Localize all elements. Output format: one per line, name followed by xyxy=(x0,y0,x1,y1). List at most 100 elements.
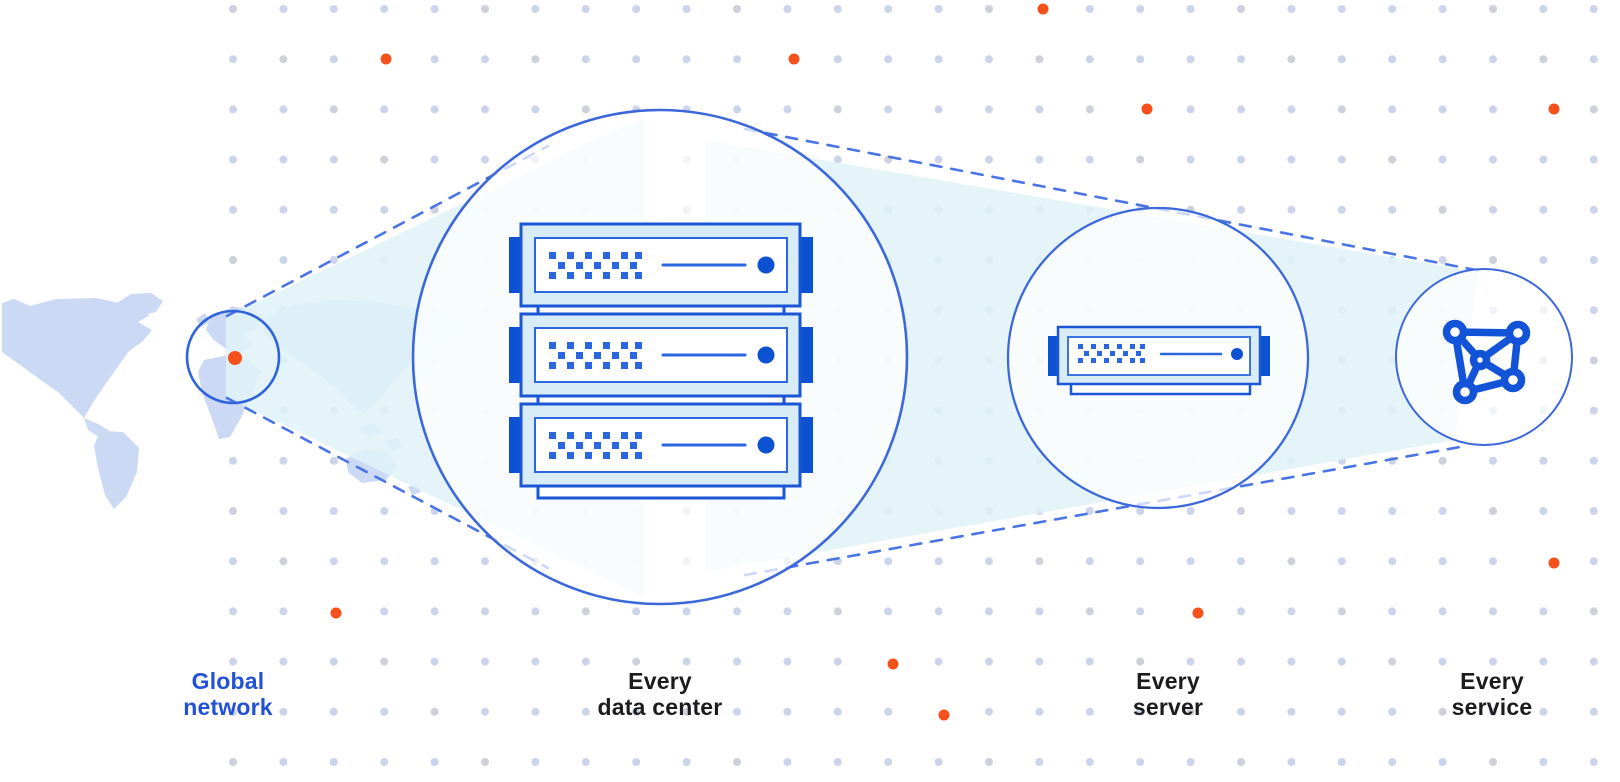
grid-dot xyxy=(1438,456,1447,465)
grid-dot xyxy=(279,507,288,515)
grid-dot xyxy=(783,5,792,13)
grid-dot xyxy=(1186,5,1195,13)
grid-dot xyxy=(1539,607,1548,616)
accent-dot xyxy=(1548,103,1560,115)
grid-dot xyxy=(1489,707,1497,716)
grid-dot xyxy=(229,607,237,616)
accent-dot xyxy=(938,709,950,721)
grid-dot xyxy=(1589,456,1598,465)
grid-dot xyxy=(1237,55,1245,64)
grid-dot xyxy=(1085,557,1094,566)
grid-dot xyxy=(1287,507,1296,515)
grid-dot xyxy=(1035,607,1044,616)
grid-dot xyxy=(1337,557,1346,566)
grid-dot xyxy=(531,657,540,666)
grid-dot xyxy=(1337,707,1346,716)
grid-dot xyxy=(1388,205,1397,214)
grid-dot xyxy=(884,5,893,13)
grid-dot xyxy=(279,55,288,64)
grid-dot xyxy=(481,707,489,716)
grid-dot xyxy=(1085,5,1094,13)
grid-dot xyxy=(934,105,943,114)
grid-dot xyxy=(733,607,741,616)
grid-dot xyxy=(1136,155,1145,164)
grid-dot xyxy=(329,5,338,13)
grid-dot xyxy=(430,5,439,13)
grid-dot xyxy=(833,55,842,64)
grid-dot xyxy=(1136,758,1145,766)
grid-dot xyxy=(1237,155,1245,164)
grid-dot xyxy=(279,205,288,214)
grid-dot xyxy=(733,105,741,114)
grid-dot xyxy=(1287,707,1296,716)
accent-dot xyxy=(788,53,800,65)
grid-dot xyxy=(1287,657,1296,666)
grid-dot xyxy=(985,607,993,616)
accent-dot xyxy=(1548,557,1560,569)
grid-dot xyxy=(1489,205,1497,214)
grid-dot xyxy=(1388,557,1397,566)
grid-dot xyxy=(1186,55,1195,64)
grid-dot xyxy=(833,758,842,766)
grid-dot xyxy=(1539,507,1548,515)
grid-dot xyxy=(1035,155,1044,164)
stage-label-line: Global xyxy=(191,668,265,694)
grid-dot xyxy=(985,155,993,164)
grid-dot xyxy=(985,657,993,666)
grid-dot xyxy=(934,557,943,566)
grid-dot xyxy=(1237,105,1245,114)
grid-dot xyxy=(481,758,489,766)
grid-dot xyxy=(329,657,338,666)
grid-dot xyxy=(833,105,842,114)
grid-dot xyxy=(1589,256,1598,264)
grid-dot xyxy=(1489,657,1497,666)
grid-dot xyxy=(279,707,288,716)
grid-dot xyxy=(1589,356,1598,365)
rack-unit-2 xyxy=(509,312,813,398)
grid-dot xyxy=(1539,5,1548,13)
grid-dot xyxy=(833,155,842,164)
server-icon xyxy=(1048,325,1270,396)
rack-unit-3 xyxy=(509,402,813,488)
grid-dot xyxy=(1388,55,1397,64)
grid-dot xyxy=(1489,507,1497,515)
grid-dot xyxy=(1438,105,1447,114)
grid-dot xyxy=(430,758,439,766)
grid-dot xyxy=(481,105,489,114)
grid-dot xyxy=(1539,256,1548,264)
grid-dot xyxy=(884,707,893,716)
grid-dot xyxy=(229,557,237,566)
grid-dot xyxy=(279,5,288,13)
grid-dot xyxy=(329,456,338,465)
grid-dot xyxy=(1287,105,1296,114)
grid-dot xyxy=(833,707,842,716)
grid-dot xyxy=(531,55,540,64)
map-highlight-circle xyxy=(185,309,281,405)
grid-dot xyxy=(1337,758,1346,766)
grid-dot xyxy=(1589,5,1598,13)
grid-dot xyxy=(1136,507,1145,515)
grid-dot xyxy=(481,5,489,13)
grid-dot xyxy=(279,456,288,465)
grid-dot xyxy=(229,707,237,716)
grid-dot xyxy=(279,607,288,616)
stage-label-line: server xyxy=(1132,694,1204,720)
grid-dot xyxy=(229,105,237,114)
grid-dot xyxy=(581,55,590,64)
grid-dot xyxy=(1388,105,1397,114)
stage-label-line: network xyxy=(183,694,273,720)
grid-dot xyxy=(632,55,641,64)
grid-dot xyxy=(1337,205,1346,214)
grid-dot xyxy=(481,55,489,64)
grid-dot xyxy=(581,758,590,766)
grid-dot xyxy=(934,758,943,766)
grid-dot xyxy=(1237,707,1245,716)
grid-dot xyxy=(229,758,237,766)
grid-dot xyxy=(1388,607,1397,616)
grid-dot xyxy=(1287,155,1296,164)
grid-dot xyxy=(1136,707,1145,716)
grid-dot xyxy=(1237,5,1245,13)
accent-dot xyxy=(887,658,899,670)
grid-dot xyxy=(1539,456,1548,465)
